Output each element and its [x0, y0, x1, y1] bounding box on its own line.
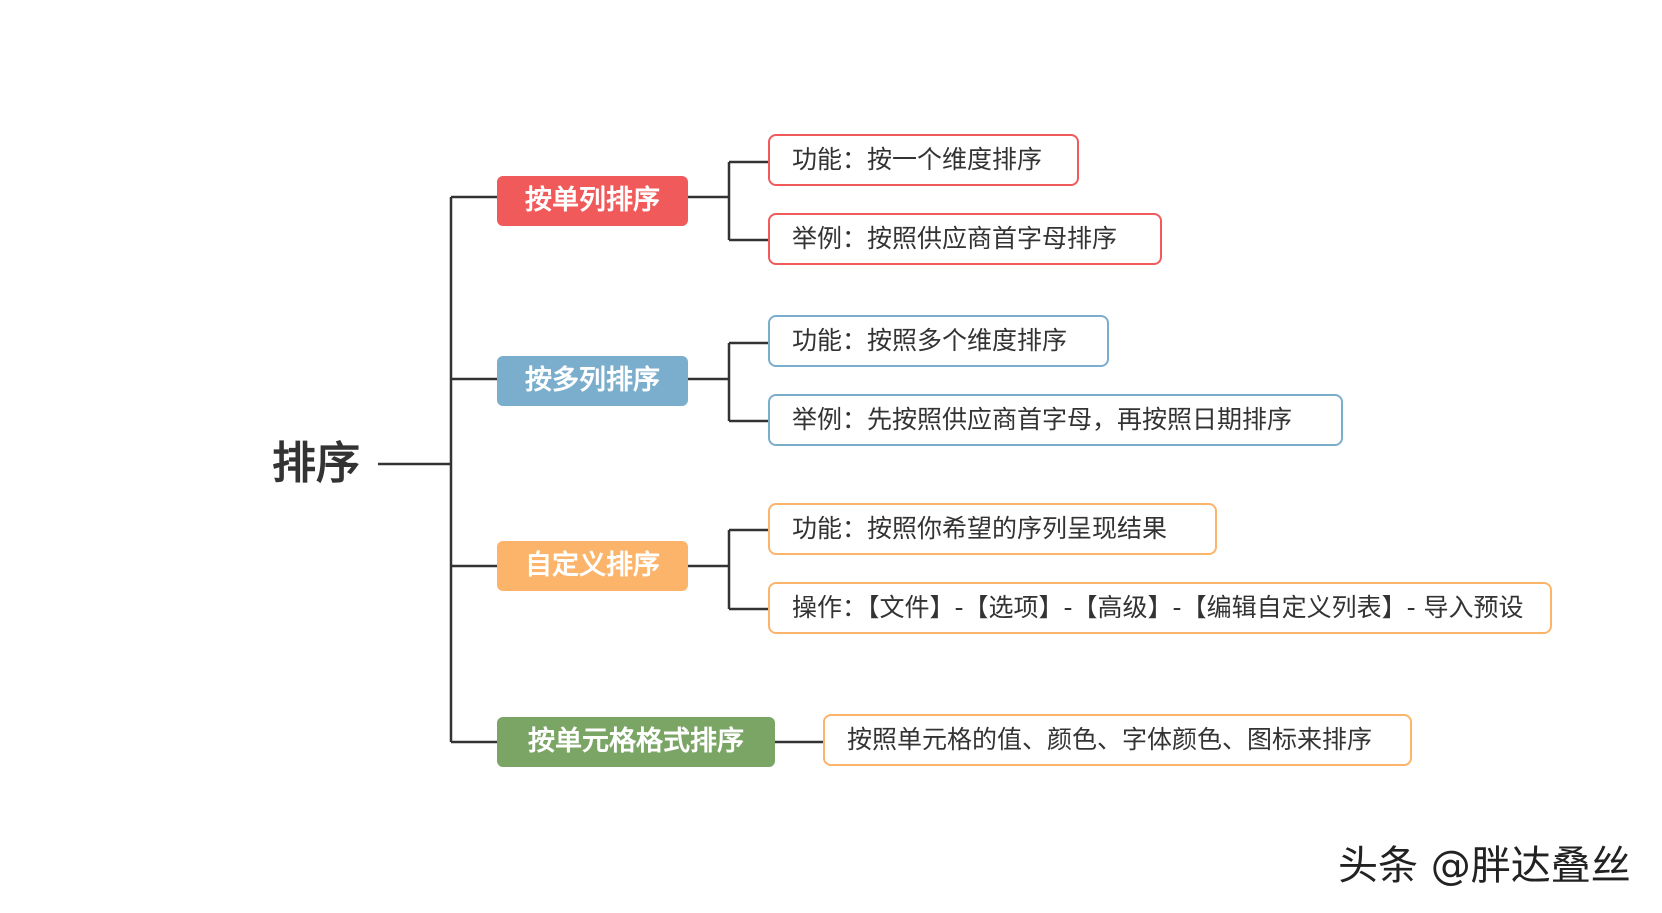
leaf-node[interactable]: 功能：按照多个维度排序: [768, 315, 1109, 367]
leaf-node[interactable]: 操作：【文件】-【选项】-【高级】-【编辑自定义列表】- 导入预设: [768, 582, 1552, 634]
root-node: 排序: [272, 438, 360, 489]
leaf-node[interactable]: 功能：按照你希望的序列呈现结果: [768, 503, 1217, 555]
watermark-text: 头条 @胖达叠丝: [1338, 843, 1631, 889]
branch-node-custom[interactable]: 自定义排序: [497, 541, 688, 591]
leaf-node[interactable]: 按照单元格的值、颜色、字体颜色、图标来排序: [823, 714, 1412, 766]
branch-node-single-column[interactable]: 按单列排序: [497, 176, 688, 226]
branch-node-cell-format[interactable]: 按单元格格式排序: [497, 717, 775, 767]
leaf-node[interactable]: 举例：按照供应商首字母排序: [768, 213, 1162, 265]
leaf-node[interactable]: 举例：先按照供应商首字母，再按照日期排序: [768, 394, 1343, 446]
leaf-node[interactable]: 功能：按一个维度排序: [768, 134, 1079, 186]
branch-node-multi-column[interactable]: 按多列排序: [497, 356, 688, 406]
